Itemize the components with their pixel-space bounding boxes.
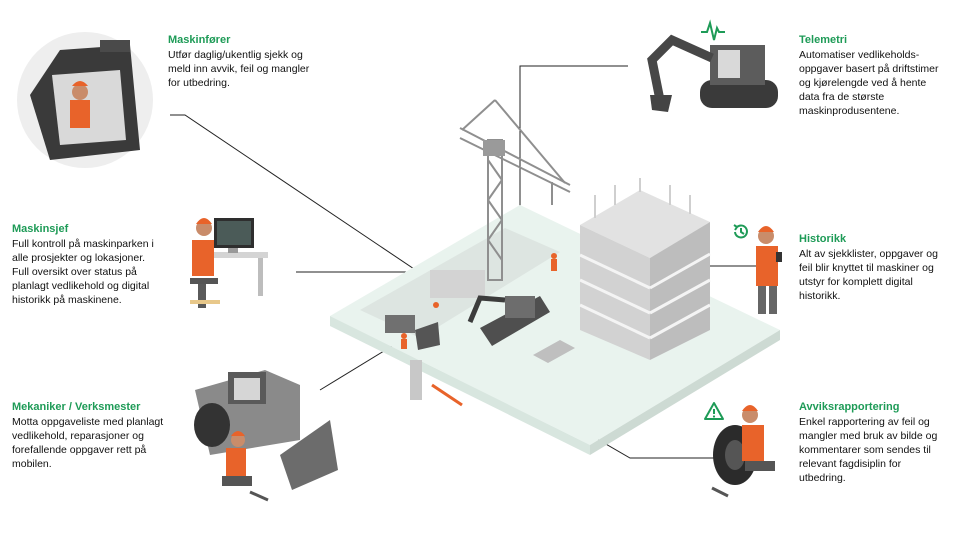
role-telemetri: Telemetri Automatiser vedlikeholds- oppg… (799, 33, 957, 118)
role-description: Automatiser vedlikeholds- oppgaver baser… (799, 49, 939, 117)
role-description: Full kontroll på maskinparken i alle pro… (12, 238, 154, 306)
building-structure (579, 178, 711, 360)
warning-triangle-icon (704, 402, 724, 420)
history-worker-illustration (756, 226, 782, 314)
role-historikk: Historikk Alt av sjekklister, oppgaver o… (799, 232, 957, 303)
role-title: Mekaniker / Verksmester (12, 401, 141, 413)
role-title: Maskinsjef (12, 223, 69, 235)
role-mekaniker: Mekaniker / Verksmester Motta oppgavelis… (12, 400, 192, 471)
history-clock-icon (733, 224, 748, 239)
operator-cab-illustration (17, 32, 153, 168)
role-description: Enkel rapportering av feil og mangler me… (799, 416, 938, 484)
role-description: Utfør daglig/ukentlig sjekk og meld inn … (168, 49, 310, 89)
role-description: Motta oppgaveliste med planlagt vedlikeh… (12, 416, 164, 470)
role-avviksrapportering: Avviksrapportering Enkel rapportering av… (799, 400, 957, 485)
mechanic-bulldozer-illustration (194, 370, 338, 502)
telemetry-excavator-illustration (647, 34, 778, 112)
pulse-icon (701, 19, 725, 41)
site-details (385, 253, 575, 407)
role-description: Alt av sjekklister, oppgaver og feil bli… (799, 248, 938, 302)
role-maskinforer: Maskinfører Utfør daglig/ukentlig sjekk … (168, 33, 328, 90)
role-title: Historikk (799, 233, 847, 245)
crane-cab (483, 140, 505, 156)
role-maskinsjef: Maskinsjef Full kontroll på maskinparken… (12, 222, 192, 307)
role-title: Maskinfører (168, 34, 231, 46)
role-title: Telemetri (799, 34, 848, 46)
role-title: Avviksrapportering (799, 401, 900, 413)
deviation-worker-illustration (711, 405, 775, 498)
manager-desk-illustration (190, 218, 268, 308)
